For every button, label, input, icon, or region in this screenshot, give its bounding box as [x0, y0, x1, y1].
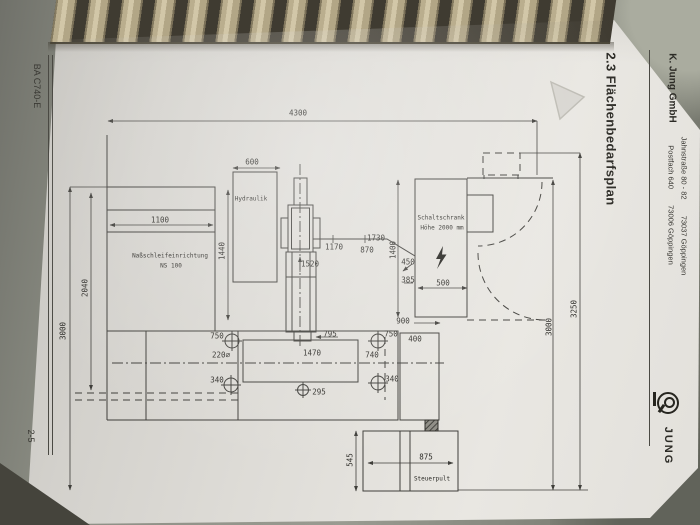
dim-left-total: 3000: [58, 321, 68, 341]
dim-right-depth: 3000: [544, 317, 554, 337]
label-schaltschrank-line1: Schaltschrank: [417, 214, 465, 222]
dim-pad-down-right: 340: [385, 374, 399, 384]
footer-rule-2: [52, 55, 53, 455]
door-swing-arcs: [75, 152, 546, 401]
lightning-icon: [436, 246, 447, 269]
dim-pos-y2: 870: [360, 245, 374, 255]
dim-cab-offset2: 385: [401, 275, 415, 285]
triangle-watermark: [549, 80, 586, 121]
dim-spindle-pos: 1520: [300, 259, 320, 269]
dim-pult-width: 875: [419, 452, 433, 462]
footer-rule: [48, 55, 49, 455]
dim-pad-up-left: 750: [210, 331, 224, 341]
label-schaltschrank-line2: Höhe 2000 mm: [420, 224, 464, 232]
centerlines: [112, 164, 444, 364]
dim-door-clearance: 900: [396, 316, 410, 326]
dim-overall-width: 4300: [288, 108, 308, 118]
dim-pos-x2: 1730: [366, 233, 386, 243]
dim-pos-x1: 1170: [324, 242, 344, 252]
label-hydraulik: Hydraulik: [234, 195, 268, 203]
dimension-lines: [68, 119, 582, 492]
dim-table-travel: 740: [365, 350, 379, 360]
dim-pad-up-right: 750: [384, 329, 398, 339]
dim-base-overhang: 795: [323, 329, 337, 339]
dim-cab-offset1: 450: [401, 257, 415, 267]
label-nass-line2: NS 100: [160, 262, 182, 270]
dim-pult-depth: 545: [345, 453, 355, 467]
dim-left-depth: 2040: [80, 278, 90, 298]
dim-side-box-width: 400: [408, 334, 422, 344]
binding-shadow: [48, 42, 614, 52]
cable-duct: [424, 419, 439, 432]
dim-pad-down-left: 340: [210, 375, 224, 385]
dim-nass-height: 1440: [217, 241, 227, 261]
machine-outlines: [106, 135, 588, 492]
dim-table-length: 1470: [302, 348, 322, 358]
header-rule: [649, 50, 650, 446]
dim-nass-width: 1100: [150, 215, 170, 225]
dim-pad-mid: 295: [312, 387, 326, 397]
dim-right-total: 3250: [569, 299, 579, 319]
dim-cab-width: 500: [436, 278, 450, 288]
label-nass-line1: Naßschleifeinrichtung: [132, 252, 208, 260]
dim-pad-diameter: 220⌀: [211, 350, 231, 360]
label-steuerpult: Steuerpult: [413, 475, 451, 483]
dim-cab-platform: 1400: [388, 240, 398, 260]
dim-hydraulik-width: 600: [245, 157, 259, 167]
foundation-pad-markers: [221, 331, 388, 398]
